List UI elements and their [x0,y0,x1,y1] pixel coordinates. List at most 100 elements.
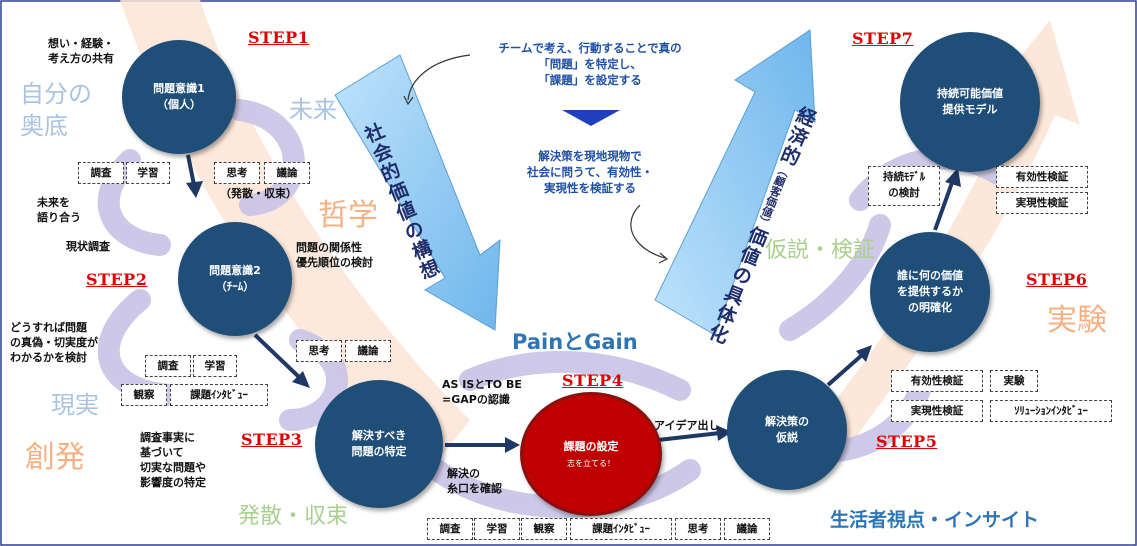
circle-step2-line1: 問題意識2 [209,264,261,277]
label-kankei-line1: 問題の関係性 [296,241,362,254]
step5-label: STEP5 [876,432,938,451]
circle-step7: 持続可能価値 提供モデル [900,32,1040,172]
circle-step1: 問題意識1 （個人） [122,40,236,154]
tag-gakushu-b: 学習 [474,518,520,540]
curve-arrow-top [407,54,471,101]
circle-step4-line2: 志を立てる！ [567,458,615,468]
label-asis: AS ISとTO BE =GAPの認識 [442,377,522,407]
tag-giron-2: 議論 [345,340,391,362]
keyword-jikken: 実験 [1047,303,1107,338]
tag-chousa-1: 調査 [78,162,124,184]
tag-giron-1: 議論 [264,162,310,184]
team-mid-line1: 解決策を現地現物で [538,149,642,163]
circle-step5: 解決策の 仮説 [727,370,847,490]
tag-jitsugen-5: 実現性検証 [891,400,983,422]
circle-step3: 解決すべき 問題の特定 [315,380,443,508]
keyword-hassan-shusoku: 発散・収束 [238,504,349,529]
label-dousureba-line3: わかるかを検討 [10,351,87,364]
label-chousa-line3: 切実な問題や [140,461,206,474]
circle-step7-line2: 提供モデル [942,103,998,116]
label-mirai-line2: 語り合う [37,211,81,224]
tag-shikou-1: 思考 [214,162,260,184]
label-chousa-line4: 影響度の特定 [140,476,206,489]
team-top-text: チームで考え、行動することで真の 「問題」を特定し、 「課題」を設定する [470,40,710,88]
label-mirai: 未来を 語り合う [37,195,81,225]
team-top-line1: チームで考え、行動することで真の [498,41,682,55]
tag-interview-2: 課題ｲﾝﾀﾋﾞｭｰ [170,384,268,406]
tag-gakushu-2: 学習 [193,355,237,377]
team-top-line3: 「課題」を設定する [538,73,642,87]
tag-kansatsu-2: 観察 [121,384,167,406]
social-value-arrow [334,54,501,331]
down-triangle [562,110,620,126]
keyword-souhatsu: 創発 [25,440,85,475]
label-idea: アイデア出し [654,419,720,432]
step3-label: STEP3 [241,430,303,449]
label-asis-line1: AS ISとTO BE [442,378,522,391]
label-kaiketsu-line1: 解決の [447,467,480,480]
economic-value-arrow [654,29,816,336]
label-genjo: 現状調査 [66,240,110,253]
label-chousa-line2: 基づいて [140,446,184,459]
circle-step7-line1: 持続可能価値 [937,87,1003,100]
tag-yuko-6: 有効性検証 [996,166,1088,188]
label-chousa-line1: 調査事実に [140,431,195,444]
circle-step3-line1: 解決すべき [351,429,407,442]
step4-label: STEP4 [562,371,624,390]
keyword-jibun-line2: 奥底 [20,112,68,140]
tag-jikken-5: 実験 [990,370,1038,392]
step2-label: STEP2 [86,270,148,289]
tag-chousa-b: 調査 [427,518,473,540]
circle-step3-line2: 問題の特定 [351,445,407,458]
curve-arrow-mid [630,204,666,259]
tag-gakushu-1: 学習 [126,162,170,184]
team-mid-line3: 実現性を検証する [544,181,636,195]
tag-solution-5: ｿﾘｭｰｼｮﾝｲﾝﾀﾋﾞｭｰ [990,400,1112,422]
team-top-line2: 「問題」を特定し、 [538,57,642,71]
circle-step2: 問題意識2 （ﾁｰﾑ） [178,222,292,336]
label-dousureba-line1: どうすれば問題 [10,321,87,334]
tag-jizoku-6-line2: の検討 [888,187,920,199]
label-dousureba: どうすれば問題 の真偽・切実度が わかるかを検討 [10,320,98,365]
tag-yuko-5: 有効性検証 [891,370,983,392]
label-kaiketsu-line2: 糸口を確認 [447,482,502,495]
circle-step1-line1: 問題意識1 [153,82,205,95]
label-mirai-line1: 未来を [37,196,70,209]
tag-chousa-2: 調査 [145,355,191,377]
label-chousa: 調査事実に 基づいて 切実な問題や 影響度の特定 [140,430,206,490]
team-mid-line2: 社会に問うて、有効性・ [527,165,653,179]
tag-interview-b: 課題ｲﾝﾀﾋﾞｭｰ [570,518,672,540]
label-kaiketsu: 解決の 糸口を確認 [447,466,502,496]
label-omoi-line2: 考え方の共有 [48,52,114,65]
label-omoi: 想い・経験・ 考え方の共有 [48,36,114,66]
keyword-kasetsu: 仮説・検証 [765,238,876,263]
tag-kansatsu-b: 観察 [521,518,567,540]
step7-label: STEP7 [852,29,914,48]
keyword-seikatsusha: 生活者視点・インサイト [830,509,1040,531]
step6-label: STEP6 [1026,270,1088,289]
keyword-jibun: 自分の 奥底 [20,78,92,142]
tag-giron-b: 議論 [724,518,770,540]
label-hassan: （発散・収束） [220,187,297,200]
circle-step4-line1: 課題の設定 [563,439,619,453]
circle-step5-line1: 解決策の [765,415,809,428]
keyword-tetsugaku: 哲学 [318,198,378,233]
label-asis-line2: =GAPの認識 [442,393,510,406]
circle-step6-line3: の明確化 [908,301,952,314]
tag-shikou-b: 思考 [675,518,721,540]
circle-step6-line2: を提供するか [897,285,963,298]
keyword-mirai: 未来 [289,96,337,124]
team-mid-text: 解決策を現地現物で 社会に問うて、有効性・ 実現性を検証する [495,148,685,196]
label-kankei: 問題の関係性 優先順位の検討 [296,240,373,270]
keyword-jibun-line1: 自分の [20,80,92,108]
circle-step6-line1: 誰に何の価値 [897,269,963,282]
circle-step5-line2: 仮説 [776,431,798,444]
circle-step1-line2: （個人） [157,98,201,111]
tag-shikou-2: 思考 [296,340,342,362]
flow-arrows [186,154,961,453]
circle-step4: 課題の設定 志を立てる！ [520,392,662,516]
tag-jizoku-6: 持続ﾓﾃﾞﾙ の検討 [868,166,940,206]
tag-jitsugen-6: 実現性検証 [996,192,1088,214]
